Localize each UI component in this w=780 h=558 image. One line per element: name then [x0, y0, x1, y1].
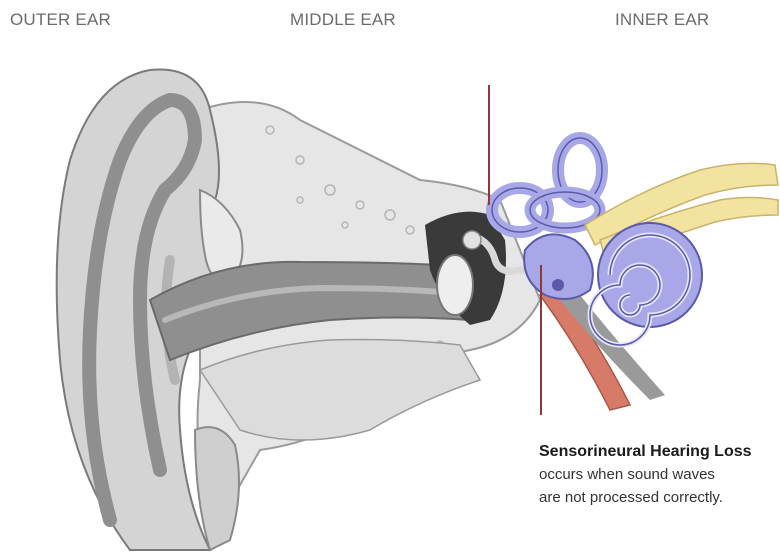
lower-bone — [200, 340, 480, 440]
caption-title: Sensorineural Hearing Loss — [539, 441, 780, 463]
hearing-loss-caption: Sensorineural Hearing Loss occurs when s… — [539, 441, 780, 509]
eardrum — [437, 255, 473, 315]
semicircular-canals — [492, 138, 602, 232]
caption-line-2: are not processed correctly. — [539, 486, 780, 509]
caption-line-1: occurs when sound waves — [539, 463, 780, 486]
